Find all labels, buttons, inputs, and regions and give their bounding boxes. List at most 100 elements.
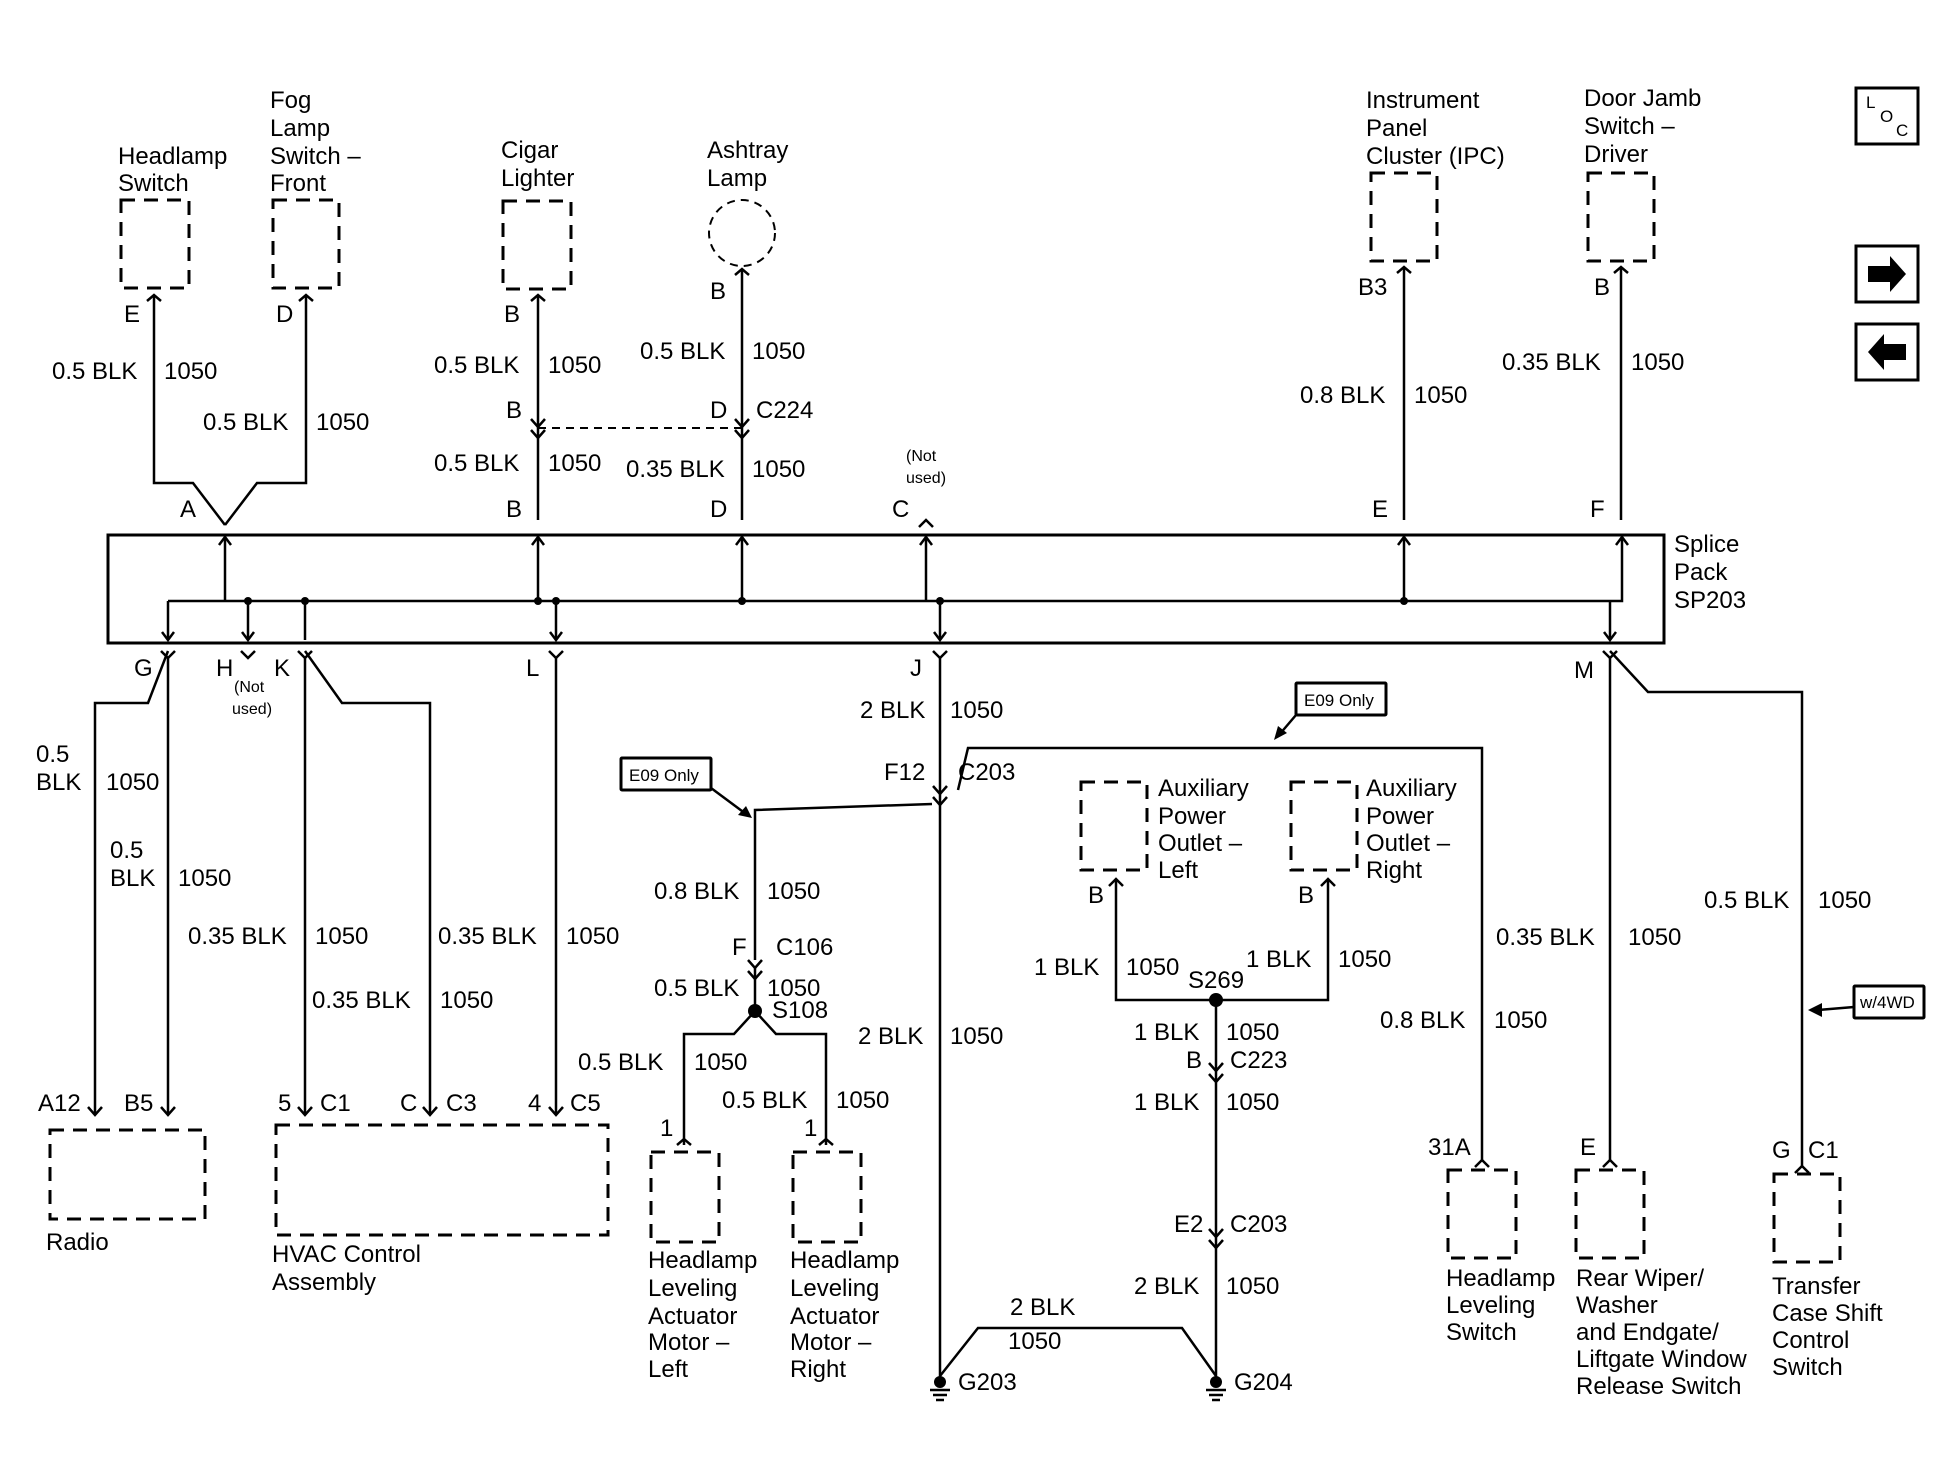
loc-l: L <box>1866 93 1875 112</box>
wire-circuit: 1050 <box>548 352 601 379</box>
loc-o: O <box>1880 107 1893 126</box>
component-label: HVAC Control <box>272 1241 421 1268</box>
connector-chevron <box>818 1137 834 1146</box>
wire-circuit: 1050 <box>836 1087 889 1114</box>
ashtray-lamp: Ashtray Lamp <box>707 137 788 267</box>
component-label: Right <box>1366 857 1422 884</box>
component-label: Switch <box>1772 1354 1843 1381</box>
component-box <box>791 1150 863 1244</box>
wire-circuit: 1050 <box>566 923 619 950</box>
component-label: Cluster (IPC) <box>1366 143 1505 170</box>
wire-gauge: 0.8 BLK <box>1380 1007 1465 1034</box>
component-label: Case Shift <box>1772 1300 1883 1327</box>
connector-chevron <box>1208 1073 1224 1084</box>
wire-gauge: 0.5 BLK <box>722 1087 807 1114</box>
pin-label: J <box>910 655 922 682</box>
component-label: Power <box>1366 803 1434 830</box>
component-label: Left <box>648 1356 688 1383</box>
component-box <box>119 198 191 290</box>
wire-circuit: 1050 <box>1226 1089 1279 1116</box>
connector-label: C223 <box>1230 1047 1287 1074</box>
connector-chevron <box>932 796 948 807</box>
wire-gauge: 2 BLK <box>1010 1294 1075 1321</box>
pin-label: H <box>216 655 233 682</box>
connector-label: C1 <box>1808 1137 1839 1164</box>
component-label: Radio <box>46 1229 109 1256</box>
connector-chevron <box>932 785 948 796</box>
pin-label: M <box>1574 657 1594 684</box>
wire-circuit: 1050 <box>164 358 217 385</box>
next-page-button[interactable] <box>1854 244 1920 304</box>
wire-circuit: 1050 <box>950 1023 1003 1050</box>
wire <box>682 1010 756 1145</box>
wire <box>152 295 226 526</box>
connector-chevron <box>747 959 763 970</box>
component-label: Instrument <box>1366 87 1480 114</box>
connector-chevron <box>1208 1228 1224 1239</box>
pin-label: 4 <box>528 1090 541 1117</box>
component-label: Power <box>1158 803 1226 830</box>
component-label: Left <box>1158 857 1198 884</box>
wire <box>939 1326 1218 1377</box>
wire <box>1609 650 1804 1160</box>
component-box <box>1772 1172 1842 1264</box>
wire-circuit: 1050 <box>1818 887 1871 914</box>
connector-chevron <box>1208 1239 1224 1250</box>
connector-chevrons-bottom <box>160 650 1618 660</box>
connector-label: S108 <box>772 997 828 1024</box>
door-jamb-switch: Door Jamb Switch – Driver <box>1584 85 1701 263</box>
fog-lamp-switch: Fog Lamp Switch – Front <box>270 87 361 290</box>
pin-label: B <box>1088 882 1104 909</box>
location-button[interactable]: L O C <box>1854 86 1920 146</box>
arrow-left-icon <box>1868 334 1906 370</box>
component-label: Transfer <box>1772 1273 1860 1300</box>
note-label: used) <box>232 701 272 718</box>
wire <box>93 650 170 1115</box>
component-label: Fog <box>270 87 311 114</box>
pin-label: G <box>1772 1137 1791 1164</box>
pin-label: B <box>506 496 522 523</box>
headlamp-leveling-actuator-right: Headlamp Leveling Actuator Motor – Right <box>790 1150 899 1383</box>
wire-gauge: 0.5 <box>110 837 143 864</box>
wire-circuit: 1050 <box>1494 1007 1547 1034</box>
wire-circuit: 1050 <box>767 975 820 1002</box>
component-pin-chevrons-right <box>1474 1158 1810 1174</box>
headlamp-switch: Headlamp Switch <box>118 143 227 290</box>
aux-power-outlet-right: Auxiliary Power Outlet – Right <box>1289 775 1457 884</box>
pin-label: E <box>1372 496 1388 523</box>
w4wd-tag: w/4WD <box>1808 984 1926 1020</box>
wire-circuit: 1050 <box>548 450 601 477</box>
note-label: (Not <box>906 448 937 465</box>
wire-gauge: 2 BLK <box>860 697 925 724</box>
component-box <box>271 198 341 290</box>
headlamp-leveling-actuator-left: Headlamp Leveling Actuator Motor – Left <box>648 1150 757 1383</box>
e09-only-tag-right: E09 Only <box>1274 681 1388 740</box>
pin-label: 1 <box>660 1115 673 1142</box>
pin-label: B <box>1186 1047 1202 1074</box>
pin-label: F <box>732 934 747 961</box>
wire-gauge: 1 BLK <box>1134 1089 1199 1116</box>
component-label: Cigar <box>501 137 558 164</box>
component-label: Panel <box>1366 115 1427 142</box>
wire-gauge: 0.35 BLK <box>438 923 537 950</box>
wire <box>224 295 308 526</box>
wire-circuit: 1050 <box>106 769 159 796</box>
pin-label: D <box>710 496 727 523</box>
component-box <box>1079 780 1149 872</box>
splice-pack-box <box>106 533 1666 645</box>
pin-label: D <box>710 397 727 424</box>
component-label: Auxiliary <box>1366 775 1457 802</box>
radio: A12 B5 Radio <box>38 1090 207 1256</box>
wire-gauge: 0.5 <box>36 741 69 768</box>
connector-chevron <box>676 1137 692 1146</box>
previous-page-button[interactable] <box>1854 322 1920 382</box>
pin-label: E2 <box>1174 1211 1203 1238</box>
rear-wiper-washer-switch: Rear Wiper/ Washer and Endgate/ Liftgate… <box>1574 1168 1747 1400</box>
wire-gauge: 0.8 BLK <box>1300 382 1385 409</box>
component-label: Switch – <box>270 143 361 170</box>
wire-circuit: 1050 <box>440 987 493 1014</box>
component-label: Headlamp <box>790 1247 899 1274</box>
pin-label: B <box>1594 274 1610 301</box>
component-box <box>1369 171 1439 263</box>
